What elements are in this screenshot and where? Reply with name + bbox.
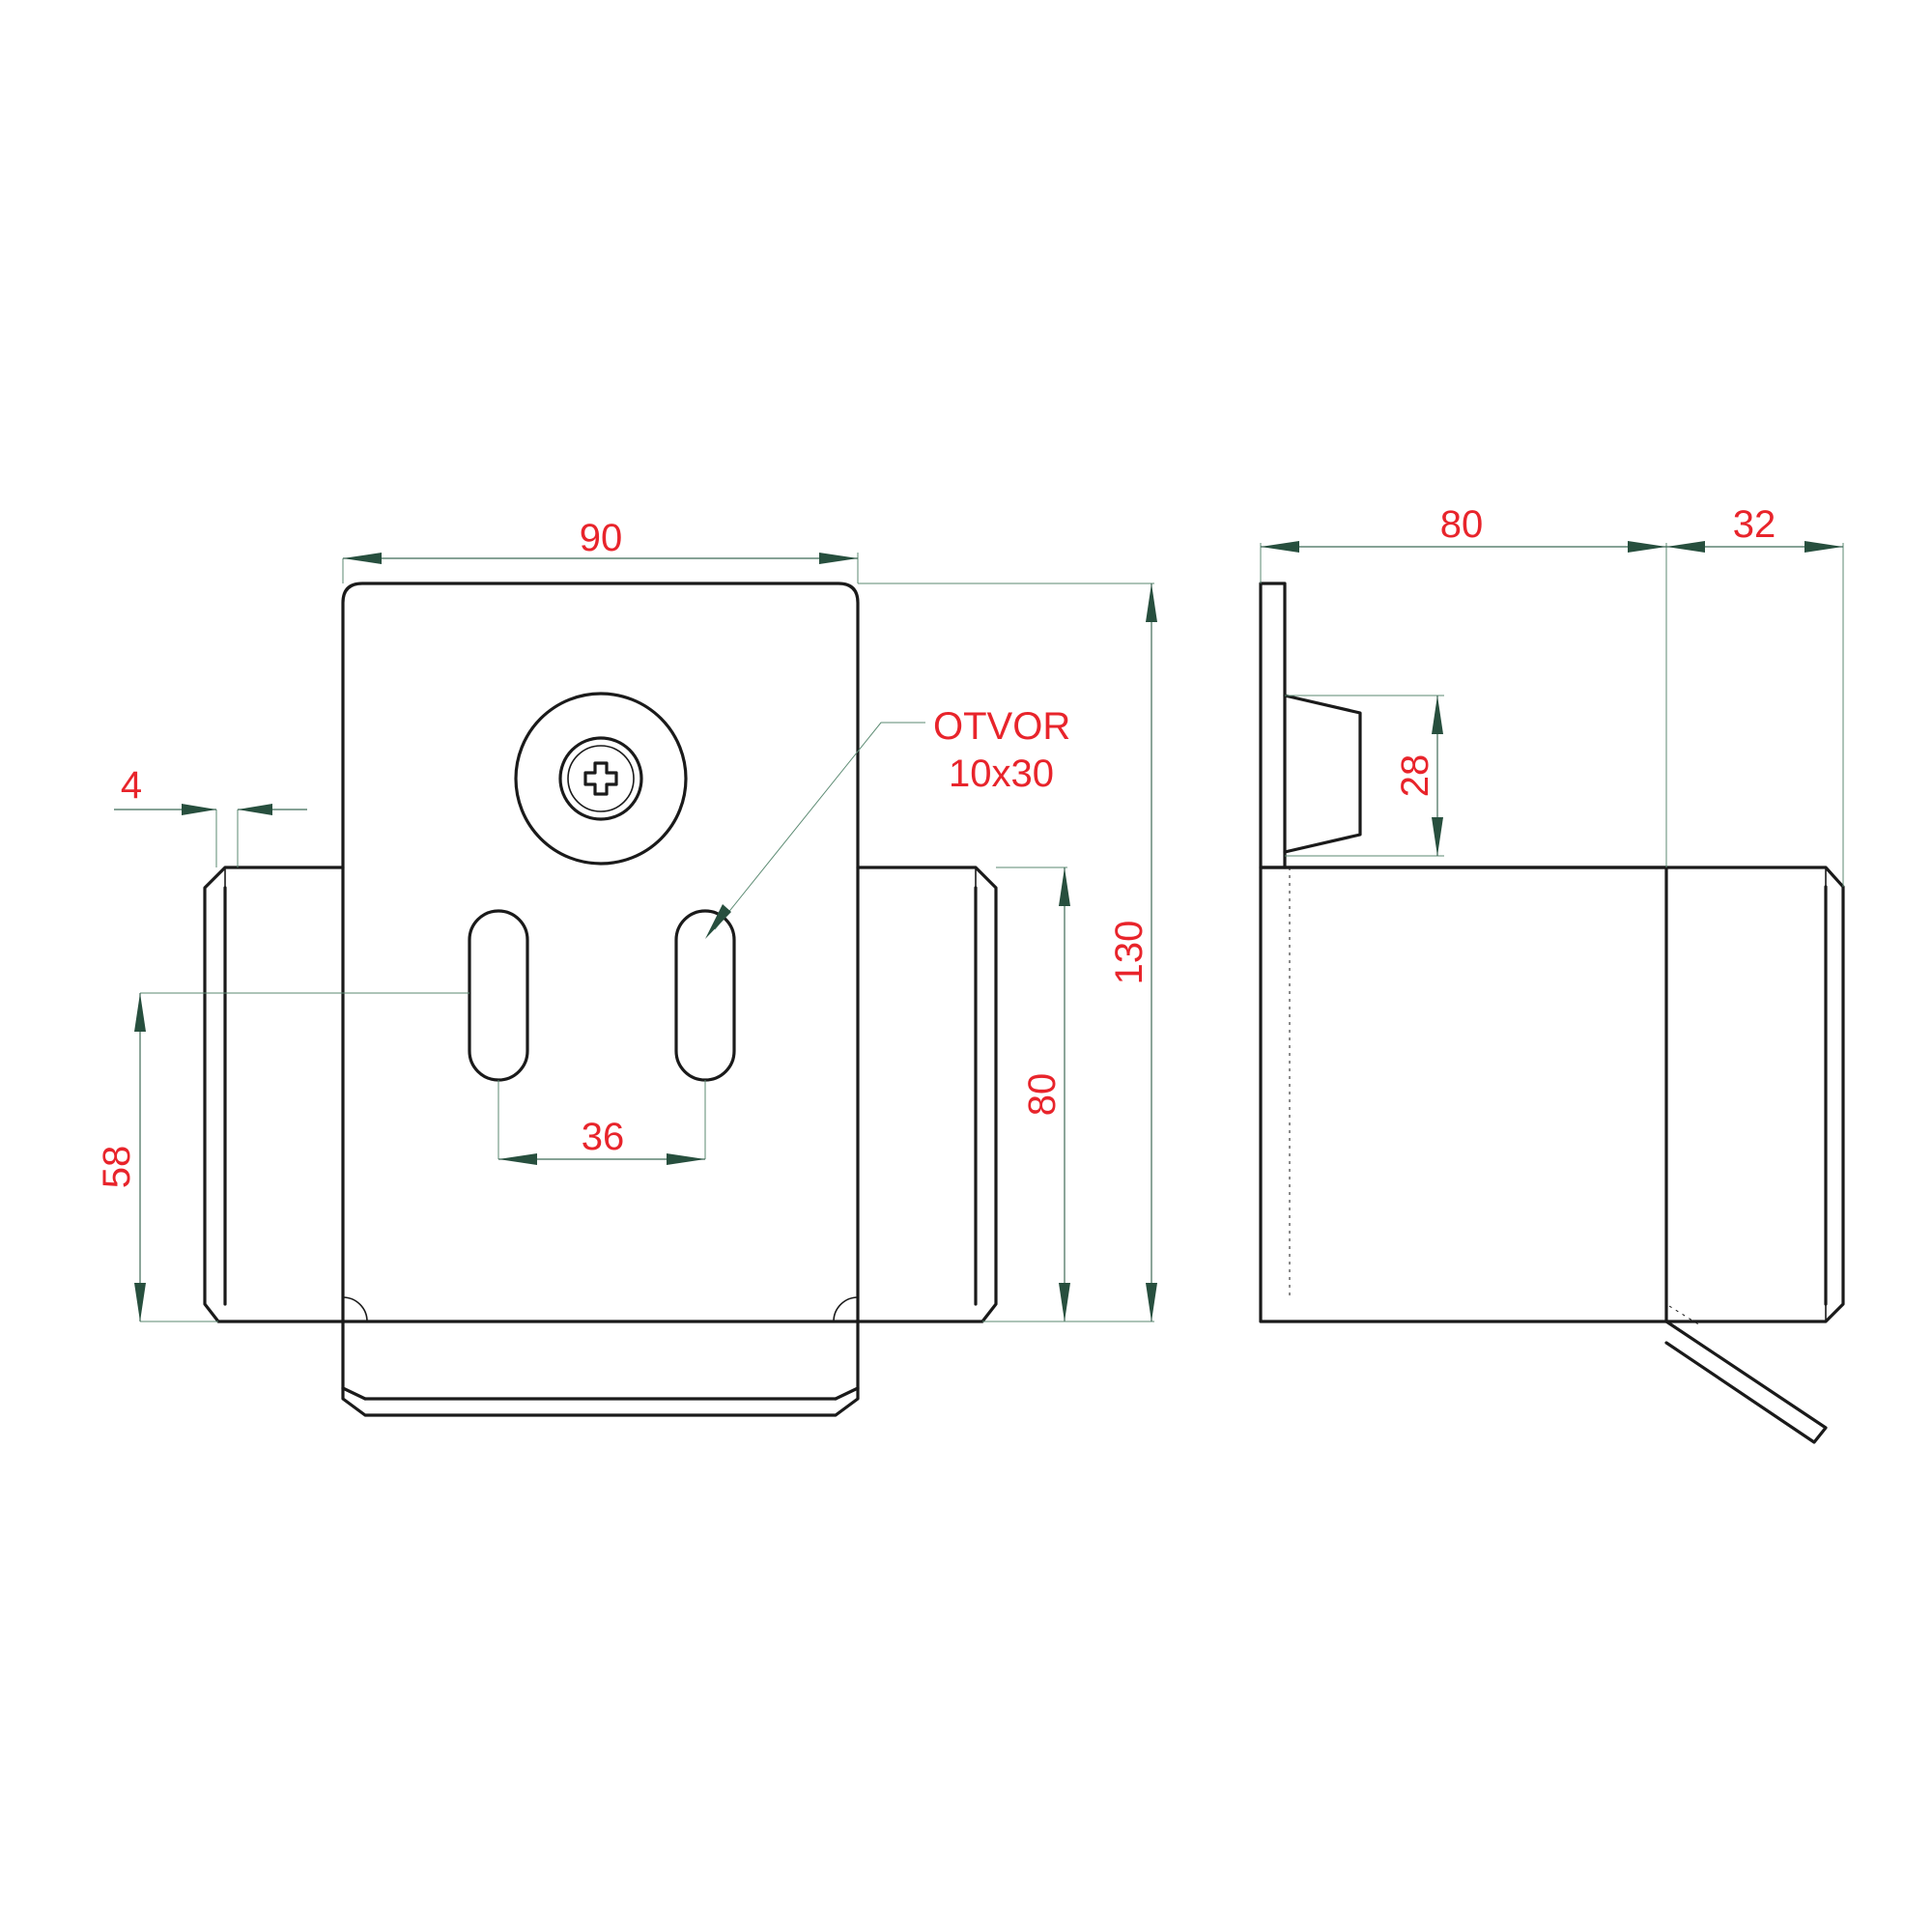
side-wedge	[1283, 694, 1362, 854]
side-body	[1259, 866, 1668, 1323]
arrow-depth-right	[1628, 541, 1666, 553]
front-right-wing	[856, 866, 998, 1323]
dim-text-slot-space: 36	[582, 1116, 625, 1158]
bend-relief-right	[833, 1296, 859, 1322]
dim-text-extension: 32	[1733, 503, 1776, 546]
side-tab-hidden-line	[1668, 1305, 1701, 1326]
bend-relief-left	[342, 1296, 368, 1322]
arrow-slot-pos-top	[134, 993, 146, 1032]
arrow-thickness-right	[238, 804, 272, 815]
arrow-slot-pos-bottom	[134, 1283, 146, 1321]
arrow-otvor	[705, 904, 731, 939]
arrow-side-height-bottom	[1059, 1283, 1070, 1321]
arrow-depth-left	[1261, 541, 1299, 553]
arrow-extension-left	[1666, 541, 1705, 553]
arrow-total-height-top	[1146, 583, 1157, 622]
front-left-wing	[203, 866, 345, 1323]
label-otvor-size: 10x30	[949, 753, 1054, 795]
arrow-side-height-top	[1059, 867, 1070, 906]
arrow-wedge-top	[1432, 696, 1443, 734]
dim-text-thickness: 4	[121, 764, 142, 807]
leader-otvor	[714, 722, 925, 930]
dim-text-slot-pos: 58	[96, 1146, 138, 1189]
arrow-slot-space-right	[667, 1153, 705, 1165]
front-bottom-fold	[341, 1320, 860, 1417]
slot-left	[468, 909, 529, 1082]
dim-text-wedge: 28	[1394, 754, 1436, 798]
arrow-slot-space-left	[498, 1153, 537, 1165]
arrow-thickness-left	[182, 804, 216, 815]
arrow-wedge-bottom	[1432, 817, 1443, 856]
arrow-width-left	[343, 553, 382, 564]
screw-head	[558, 736, 643, 821]
side-dimensions: 80 32 28	[1260, 503, 1844, 887]
slot-right	[674, 909, 736, 1082]
dim-text-depth: 80	[1440, 503, 1484, 546]
label-otvor: OTVOR	[933, 705, 1070, 748]
arrow-extension-right	[1804, 541, 1843, 553]
front-bottom-fold-chamfer-right	[834, 1386, 860, 1401]
front-view	[203, 582, 998, 1417]
side-angled-tab	[1664, 1320, 1828, 1444]
front-dimensions: 90 4 58 36 80 130	[96, 517, 1157, 1322]
arrow-width-right	[819, 553, 858, 564]
phillips-cross-icon	[583, 761, 618, 796]
arrow-total-height-bottom	[1146, 1283, 1157, 1321]
front-bottom-fold-chamfer-left	[341, 1386, 367, 1401]
side-back-plate	[1259, 582, 1287, 869]
screw-head-inner	[567, 745, 635, 812]
side-extension	[1664, 866, 1845, 1323]
screw-washer	[514, 692, 688, 866]
dim-text-width: 90	[580, 517, 623, 559]
dim-text-total-height: 130	[1108, 921, 1151, 985]
side-view	[1259, 582, 1845, 1444]
dim-text-side-height: 80	[1021, 1073, 1064, 1117]
